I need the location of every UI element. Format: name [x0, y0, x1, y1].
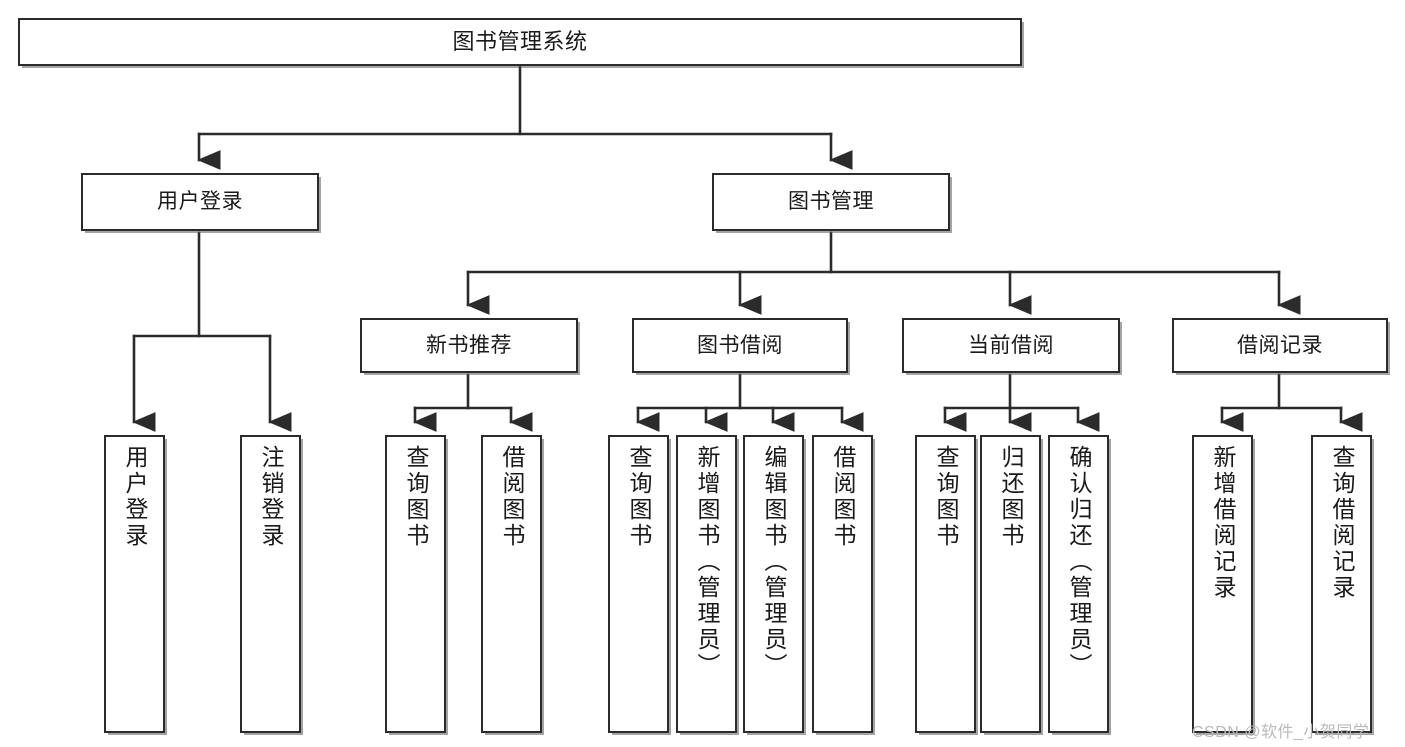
- node-borrowing-record[interactable]: 借阅记录: [1172, 318, 1388, 373]
- node-label: 编辑图书（管理员）: [761, 445, 787, 679]
- node-label: 当前借阅: [968, 333, 1054, 357]
- leaf-query-book-2[interactable]: 查询图书: [608, 435, 669, 733]
- node-label: 归还图书: [998, 445, 1024, 549]
- leaf-borrow-book-2[interactable]: 借阅图书: [812, 435, 873, 733]
- node-label: 用户登录: [122, 445, 148, 549]
- leaf-add-borrow-record[interactable]: 新增借阅记录: [1192, 435, 1253, 733]
- node-label: 图书管理: [788, 190, 874, 214]
- node-label: 借阅图书: [830, 445, 856, 549]
- leaf-borrow-book-1[interactable]: 借阅图书: [481, 435, 542, 733]
- node-label: 借阅记录: [1237, 333, 1323, 357]
- leaf-logout[interactable]: 注销登录: [240, 435, 301, 733]
- leaf-confirm-return-admin[interactable]: 确认归还（管理员）: [1048, 435, 1109, 733]
- node-label: 图书借阅: [697, 333, 783, 357]
- node-label: 新增图书（管理员）: [694, 445, 720, 679]
- leaf-return-book[interactable]: 归还图书: [980, 435, 1041, 733]
- leaf-query-book-3[interactable]: 查询图书: [915, 435, 976, 733]
- leaf-user-login[interactable]: 用户登录: [104, 435, 165, 733]
- node-current-borrowing[interactable]: 当前借阅: [902, 318, 1120, 373]
- node-label: 查询图书: [626, 445, 652, 549]
- csdn-watermark: CSDN @软件_小贺同学: [1192, 724, 1370, 741]
- node-label: 注销登录: [258, 445, 284, 549]
- node-label: 借阅图书: [499, 445, 525, 549]
- node-book-management[interactable]: 图书管理: [712, 173, 950, 231]
- node-user-login[interactable]: 用户登录: [81, 173, 319, 231]
- node-label: 查询图书: [933, 445, 959, 549]
- node-label: 新增借阅记录: [1210, 445, 1236, 601]
- node-label: 图书管理系统: [452, 28, 588, 54]
- leaf-query-book-1[interactable]: 查询图书: [385, 435, 446, 733]
- node-label: 查询借阅记录: [1329, 445, 1355, 601]
- node-book-borrowing[interactable]: 图书借阅: [632, 318, 848, 373]
- node-new-book-recommendation[interactable]: 新书推荐: [360, 318, 578, 373]
- leaf-add-book-admin[interactable]: 新增图书（管理员）: [676, 435, 737, 733]
- leaf-edit-book-admin[interactable]: 编辑图书（管理员）: [743, 435, 804, 733]
- node-label: 查询图书: [403, 445, 429, 549]
- node-label: 用户登录: [157, 190, 243, 214]
- node-label: 新书推荐: [426, 333, 512, 357]
- node-root-book-management-system[interactable]: 图书管理系统: [18, 18, 1022, 66]
- node-label: 确认归还（管理员）: [1066, 445, 1092, 679]
- leaf-query-borrow-record[interactable]: 查询借阅记录: [1311, 435, 1372, 733]
